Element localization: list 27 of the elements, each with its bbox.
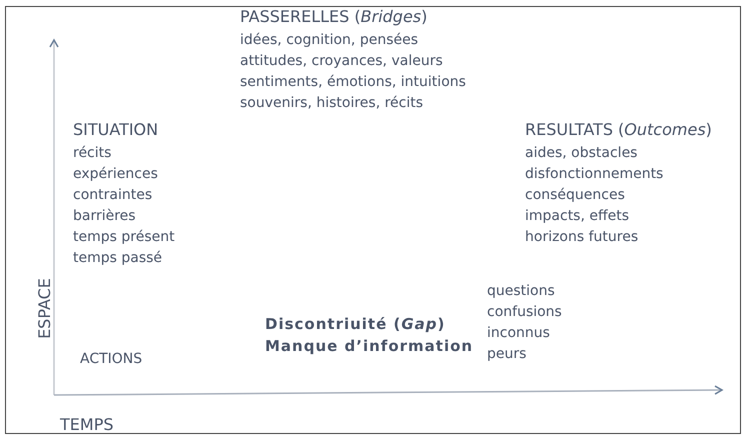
gap-label: Discontriuité (Gap) [265,316,446,333]
heading: PASSERELLES (Bridges) [240,8,428,25]
text-line: temps présent [73,229,175,246]
text-line: impacts, effets [525,208,630,225]
text-line: attitudes, croyances, valeurs [240,53,443,70]
text-line: expériences [73,166,158,183]
text-line: questions [487,283,555,300]
gap-label: Manque d’information [265,338,474,355]
text-line: inconnus [487,325,550,342]
text-line: sentiments, émotions, intuitions [240,74,466,91]
label: ACTIONS [80,351,142,368]
axis-label: TEMPS [60,416,114,433]
text-line: barrières [73,208,136,225]
text-line: confusions [487,304,562,321]
text-line: horizons futures [525,229,638,246]
text-line: conséquences [525,187,625,204]
text-line: disfonctionnements [525,166,664,183]
text-line: souvenirs, histoires, récits [240,95,424,112]
heading: RESULTATS (Outcomes) [525,121,712,138]
text-line: aides, obstacles [525,145,638,162]
axis-label: ESPACE [36,278,53,339]
text-line: contraintes [73,187,152,204]
heading: SITUATION [73,121,158,138]
text-line: temps passé [73,250,162,267]
text-line: peurs [487,346,526,363]
text-line: récits [73,145,112,162]
text-line: idées, cognition, pensées [240,32,418,49]
